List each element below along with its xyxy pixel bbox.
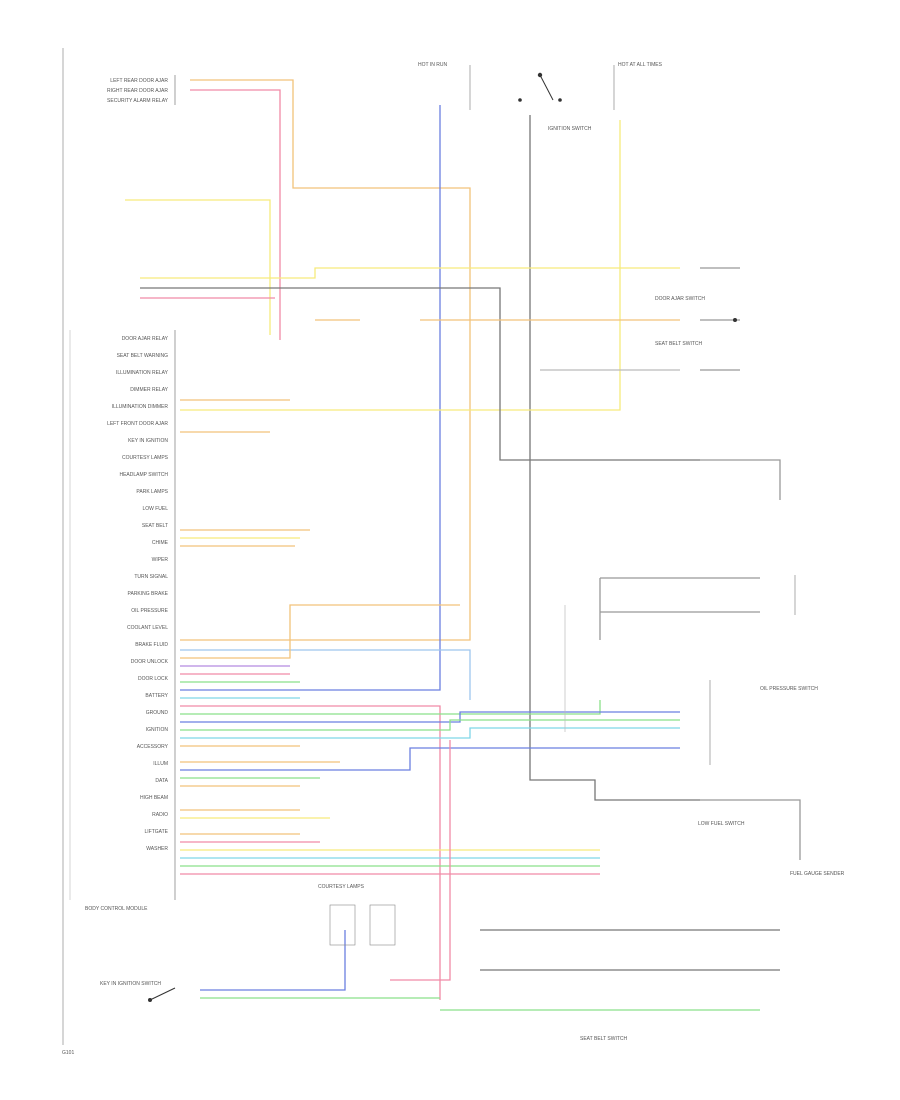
fuel-gauge-sender-label: FUEL GAUGE SENDER — [790, 871, 845, 877]
wire-orange-b — [180, 604, 460, 659]
module-label-15: CHIME — [152, 540, 169, 546]
wire-gray-seat-belt — [140, 287, 700, 461]
module-label-3: DOOR AJAR RELAY — [122, 336, 169, 342]
ground-note: G101 — [62, 1050, 74, 1056]
module-label-19: OIL PRESSURE — [131, 608, 168, 614]
module-label-30: HIGH BEAM — [140, 795, 168, 801]
courtesy-lamp-left — [329, 904, 356, 946]
module-label-4: SEAT BELT WARNING — [117, 353, 169, 359]
right-switch-cluster — [599, 577, 760, 640]
hot-at-all-times-label: HOT AT ALL TIMES — [618, 62, 663, 68]
right-switch-leads — [700, 267, 781, 500]
wire-pink-c — [180, 705, 441, 1000]
ignition-switch-label: IGNITION SWITCH — [548, 126, 592, 132]
module-label-16: WIPER — [152, 557, 169, 563]
module-label-21: BRAKE FLUID — [135, 642, 168, 648]
wire-blue-c — [180, 747, 680, 771]
module-label-9: KEY IN IGNITION — [128, 438, 168, 444]
wire-blue-b — [180, 711, 680, 723]
module-label-18: PARKING BRAKE — [128, 591, 169, 597]
module-label-17: TURN SIGNAL — [134, 574, 168, 580]
right-switch-ground — [733, 318, 737, 322]
module-label-7: ILLUMINATION DIMMER — [112, 404, 169, 410]
courtesy-lamps-label: COURTESY LAMPS — [318, 884, 365, 890]
module-label-8: LEFT FRONT DOOR AJAR — [107, 421, 168, 427]
module-label-11: HEADLAMP SWITCH — [119, 472, 168, 478]
wire-yellow-battery — [180, 120, 621, 411]
courtesy-lamp-right — [369, 904, 396, 946]
module-label-26: IGNITION — [146, 727, 169, 733]
module-label-29: DATA — [155, 778, 168, 784]
wire-gray-ignition — [529, 115, 700, 801]
seat-belt-switch-right-label: SEAT BELT SWITCH — [655, 341, 703, 347]
wire-yellow-door-ajar — [140, 267, 680, 279]
wire-orange-feed — [180, 79, 471, 641]
module-label-28: ILLUM — [153, 761, 168, 767]
module-label-24: BATTERY — [145, 693, 168, 699]
key-in-ignition-label: KEY IN IGNITION SWITCH — [100, 981, 161, 987]
module-label-1: RIGHT REAR DOOR AJAR — [107, 88, 168, 94]
module-label-14: SEAT BELT — [142, 523, 168, 529]
low-fuel-switch-label: LOW FUEL SWITCH — [698, 821, 745, 827]
oil-pressure-switch-label: OIL PRESSURE SWITCH — [760, 686, 818, 692]
ignition-switch-pole-left — [518, 98, 522, 102]
module-label-5: ILLUMINATION RELAY — [116, 370, 169, 376]
module-label-33: WASHER — [146, 846, 168, 852]
module-label-25: GROUND — [146, 710, 169, 716]
wire-pink-rear-door — [190, 89, 281, 340]
hot-in-run-label: HOT IN RUN — [418, 62, 447, 68]
key-switch-contact — [149, 987, 176, 1001]
wire-yellow-alarm — [125, 199, 271, 335]
module-label-12: PARK LAMPS — [136, 489, 168, 495]
wire-lightblue-a — [180, 649, 471, 700]
ignition-switch-contact — [539, 74, 554, 101]
module-label-13: LOW FUEL — [142, 506, 168, 512]
wire-blue-bottom — [200, 930, 346, 991]
module-label-0: LEFT REAR DOOR AJAR — [110, 78, 168, 84]
wire-blue-run-feed — [180, 105, 441, 691]
module-label-20: COOLANT LEVEL — [127, 625, 168, 631]
module-name-label: BODY CONTROL MODULE — [85, 906, 148, 912]
module-label-22: DOOR UNLOCK — [131, 659, 169, 665]
fuel-sender-lead — [700, 799, 801, 860]
module-label-31: RADIO — [152, 812, 168, 818]
module-label-32: LIFTGATE — [144, 829, 168, 835]
wire-cyan-b — [180, 727, 680, 739]
module-label-10: COURTESY LAMPS — [122, 455, 169, 461]
module-label-2: SECURITY ALARM RELAY — [107, 98, 169, 104]
module-label-6: DIMMER RELAY — [130, 387, 168, 393]
module-label-27: ACCESSORY — [137, 744, 169, 750]
module-label-23: DOOR LOCK — [138, 676, 169, 682]
module-left-labels: LEFT REAR DOOR AJAR RIGHT REAR DOOR AJAR S… — [107, 78, 169, 852]
wire-green-b — [180, 700, 601, 715]
ignition-switch-pole-right — [558, 98, 562, 102]
door-ajar-switch-label: DOOR AJAR SWITCH — [655, 296, 705, 302]
wire-pink-bottom — [390, 740, 451, 981]
seat-belt-switch-label: SEAT BELT SWITCH — [580, 1036, 628, 1042]
